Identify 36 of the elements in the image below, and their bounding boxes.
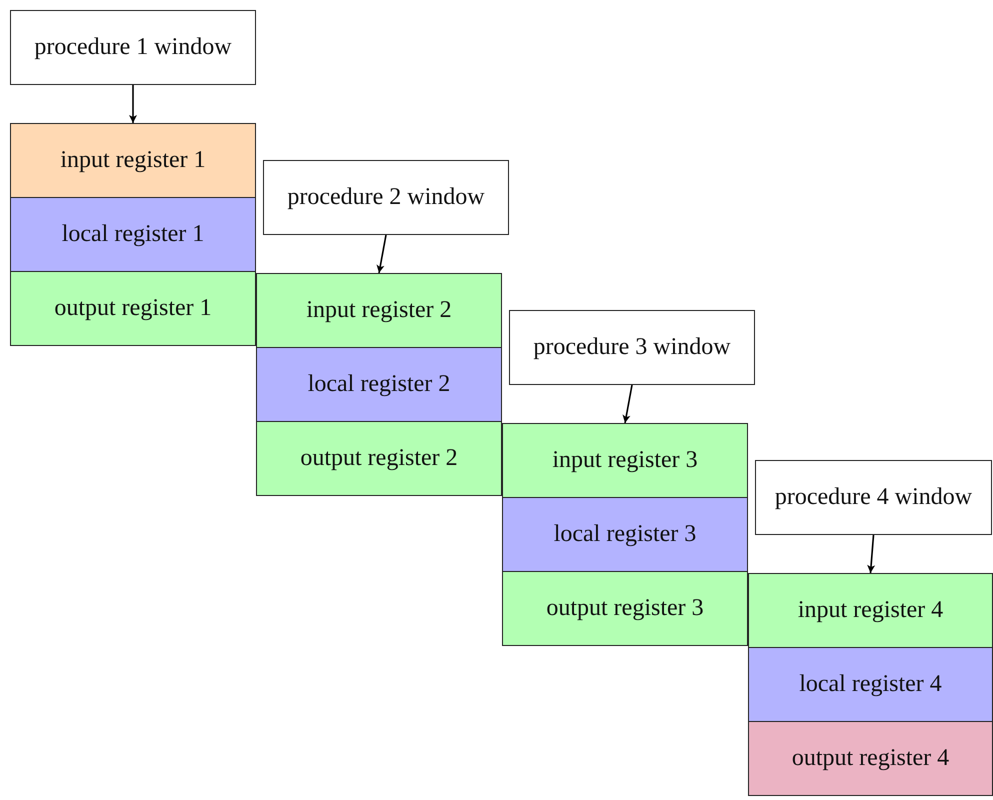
box-label: procedure 1 window (34, 32, 232, 62)
box-label: procedure 4 window (774, 482, 972, 512)
box-label: input register 1 (60, 146, 206, 175)
box-label: input register 3 (552, 446, 698, 475)
window-box (755, 460, 992, 535)
register-box (256, 347, 502, 422)
box-label: output register 1 (54, 294, 212, 323)
arrow (376, 234, 387, 274)
register-box (10, 271, 256, 346)
box-label: output register 3 (546, 594, 704, 623)
register-box (10, 123, 256, 198)
arrow (867, 534, 876, 574)
box-label: input register 4 (798, 596, 944, 625)
box-label: output register 2 (300, 444, 458, 473)
box-label: local register 2 (308, 370, 450, 399)
register-box (748, 721, 993, 796)
register-box (256, 421, 502, 496)
register-box (748, 647, 993, 722)
register-box (502, 423, 748, 498)
box-label: output register 4 (792, 744, 950, 773)
box-label: input register 2 (306, 296, 452, 325)
box-label: procedure 3 window (533, 332, 731, 362)
register-box (256, 273, 502, 348)
arrow (129, 85, 137, 123)
register-box (10, 197, 256, 272)
box-label: local register 3 (554, 520, 696, 549)
register-box (502, 497, 748, 572)
register-box (502, 571, 748, 646)
box-label: local register 1 (62, 220, 204, 249)
window-box (263, 160, 509, 235)
window-box (10, 10, 256, 85)
register-box (748, 573, 993, 648)
box-label: procedure 2 window (287, 182, 485, 212)
arrow (622, 384, 633, 424)
window-box (509, 310, 755, 385)
box-label: local register 4 (799, 670, 942, 699)
